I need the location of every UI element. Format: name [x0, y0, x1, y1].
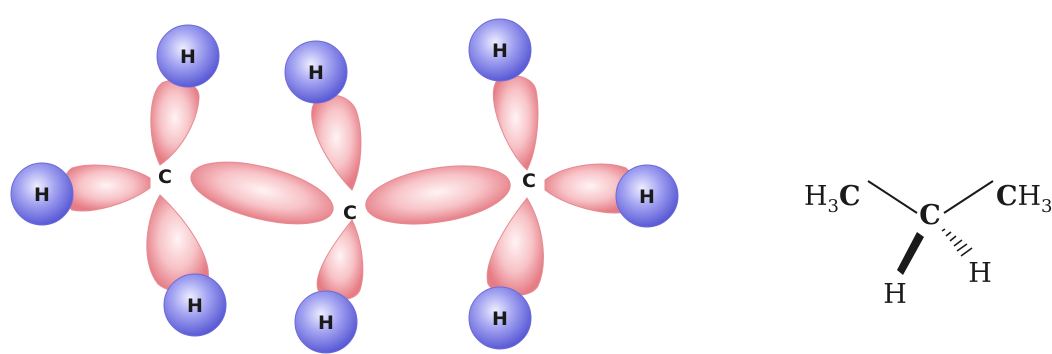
hydrogen-label: H	[187, 295, 203, 317]
ch-lobe-right-bottom	[486, 197, 544, 297]
hydrogen-left-side: H	[10, 162, 74, 226]
methyl-left: H3C	[804, 181, 861, 217]
hydrogen-label: H	[34, 184, 50, 206]
hydrogen-left-bottom: H	[163, 273, 227, 337]
ch-lobe-left-side	[62, 164, 151, 212]
methyl-right-h: H	[1018, 181, 1042, 212]
ch-lobe-left-top	[150, 79, 200, 166]
hydrogen-right-top: H	[468, 18, 532, 82]
carbon-left: C	[158, 166, 172, 188]
methyl-left-c: C	[839, 181, 861, 212]
hydrogen-label: H	[180, 46, 196, 68]
methyl-right-c: C	[996, 181, 1018, 212]
orbital-model: H H H H H H H H C C	[10, 18, 679, 354]
hydrogen-right-side: H	[615, 164, 679, 228]
hydrogen-label: H	[308, 62, 324, 84]
hashed-bond	[941, 228, 973, 257]
ch-lobe-middle-bottom	[316, 219, 364, 301]
cc-bond-lobe-left	[190, 161, 334, 225]
hydrogen-label: H	[318, 312, 334, 334]
structural-formula: H3C CH3 C H H	[804, 180, 1052, 310]
cc-bond-lobe-right	[365, 165, 511, 225]
carbon-right: C	[522, 170, 536, 192]
carbon-middle: C	[343, 202, 357, 224]
methyl-left-subscript: 3	[828, 196, 839, 217]
bond-right	[943, 180, 994, 214]
wedge-bond	[897, 232, 924, 275]
ch-lobe-middle-top	[311, 94, 362, 191]
hydrogen-right-bottom: H	[468, 286, 532, 350]
methyl-right: CH3	[996, 181, 1052, 217]
methyl-right-subscript: 3	[1041, 196, 1052, 217]
hydrogen-middle-top: H	[284, 40, 348, 104]
bond-left	[867, 180, 918, 214]
hydrogen-label: H	[492, 308, 508, 330]
hydrogen-label: H	[639, 186, 655, 208]
dash-hydrogen: H	[968, 258, 992, 289]
wedge-hydrogen: H	[883, 279, 907, 310]
ch-lobe-right-top	[492, 75, 539, 171]
hydrogen-label: H	[492, 40, 508, 62]
hydrogen-middle-bottom: H	[294, 290, 358, 354]
center-carbon: C	[919, 200, 941, 231]
methyl-left-h: H	[804, 181, 828, 212]
hydrogen-left-top: H	[156, 24, 220, 88]
